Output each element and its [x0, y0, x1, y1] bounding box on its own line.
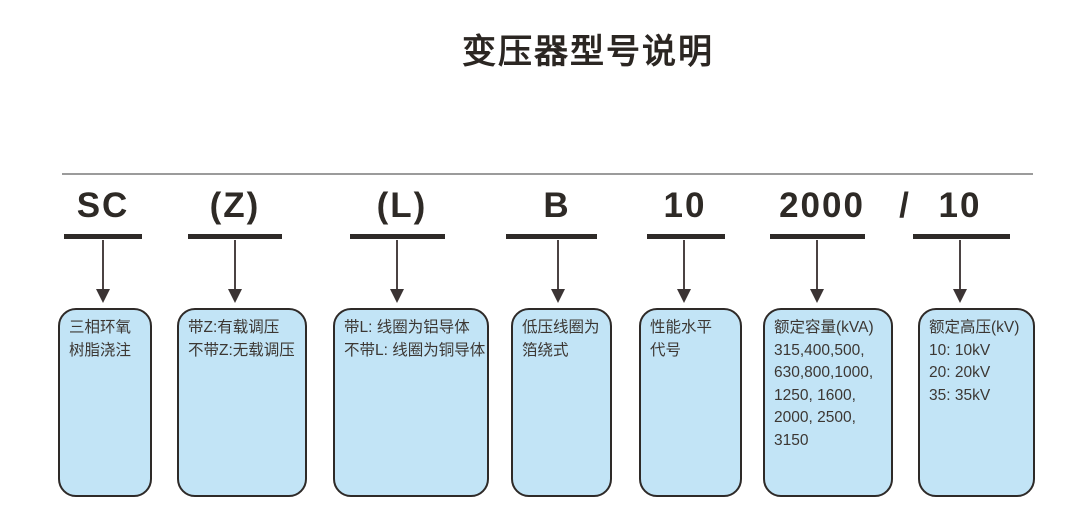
box-line: 代号 — [650, 341, 682, 359]
down-arrow-stem — [557, 240, 559, 291]
box-line: 3150 — [774, 431, 809, 449]
box-line: 20: 20kV — [929, 364, 991, 381]
code-underline — [350, 234, 445, 239]
box-line: 带L: 线圈为铝导体 — [344, 319, 470, 336]
box-line: 630,800,1000, — [774, 364, 874, 381]
box-line: 箔绕式 — [522, 341, 569, 359]
box-line: 额定高压(kV) — [929, 319, 1020, 336]
description-box-conductor: 带L: 线圈为铝导体 不带L: 线圈为铜导体 — [333, 308, 489, 497]
down-arrow-stem — [683, 240, 685, 291]
box-line: 2000, 2500, — [774, 409, 856, 426]
description-box-phase: 三相环氧 树脂浇注 — [58, 308, 152, 497]
box-line: 树脂浇注 — [69, 341, 132, 359]
code-underline — [506, 234, 597, 239]
down-arrow-stem — [959, 240, 961, 291]
code-underline — [647, 234, 725, 239]
description-box-regulation: 带Z:有载调压 不带Z:无载调压 — [177, 308, 307, 497]
description-box-winding: 低压线圈为 箔绕式 — [511, 308, 612, 497]
model-code-10: 10 — [663, 186, 707, 225]
down-arrow-icon — [677, 289, 691, 303]
down-arrow-icon — [810, 289, 824, 303]
code-underline — [64, 234, 142, 239]
code-underline — [913, 234, 1010, 239]
box-line: 315,400,500, — [774, 341, 865, 359]
down-arrow-stem — [396, 240, 398, 291]
down-arrow-icon — [228, 289, 242, 303]
down-arrow-icon — [96, 289, 110, 303]
box-line: 额定容量(kVA) — [774, 319, 874, 336]
box-line: 性能水平 — [650, 319, 713, 336]
code-underline — [188, 234, 282, 239]
down-arrow-icon — [953, 289, 967, 303]
down-arrow-stem — [816, 240, 818, 291]
model-code-hv-10: 10 — [938, 186, 982, 225]
description-box-performance: 性能水平 代号 — [639, 308, 742, 497]
model-code-2000: 2000 — [779, 186, 865, 225]
box-line: 35: 35kV — [929, 386, 991, 404]
box-line: 10: 10kV — [929, 341, 991, 359]
model-code-l: (L) — [376, 186, 428, 225]
down-arrow-stem — [234, 240, 236, 291]
box-line: 三相环氧 — [69, 319, 132, 336]
box-line: 不带L: 线圈为铜导体 — [344, 341, 486, 359]
box-line: 带Z:有载调压 — [188, 319, 280, 336]
horizontal-divider — [62, 173, 1033, 175]
model-code-separator: / — [899, 186, 911, 225]
description-box-voltage: 额定高压(kV) 10: 10kV 20: 20kV 35: 35kV — [918, 308, 1035, 497]
code-underline — [770, 234, 865, 239]
down-arrow-stem — [102, 240, 104, 291]
diagram-title: 变压器型号说明 — [462, 33, 714, 71]
box-line: 1250, 1600, — [774, 386, 856, 404]
description-box-capacity: 额定容量(kVA) 315,400,500, 630,800,1000, 125… — [763, 308, 893, 497]
model-code-sc: SC — [76, 186, 130, 225]
box-line: 低压线圈为 — [522, 319, 600, 336]
down-arrow-icon — [551, 289, 565, 303]
model-code-b: B — [543, 186, 571, 225]
box-line: 不带Z:无载调压 — [188, 341, 295, 359]
model-code-z: (Z) — [209, 186, 261, 225]
down-arrow-icon — [390, 289, 404, 303]
